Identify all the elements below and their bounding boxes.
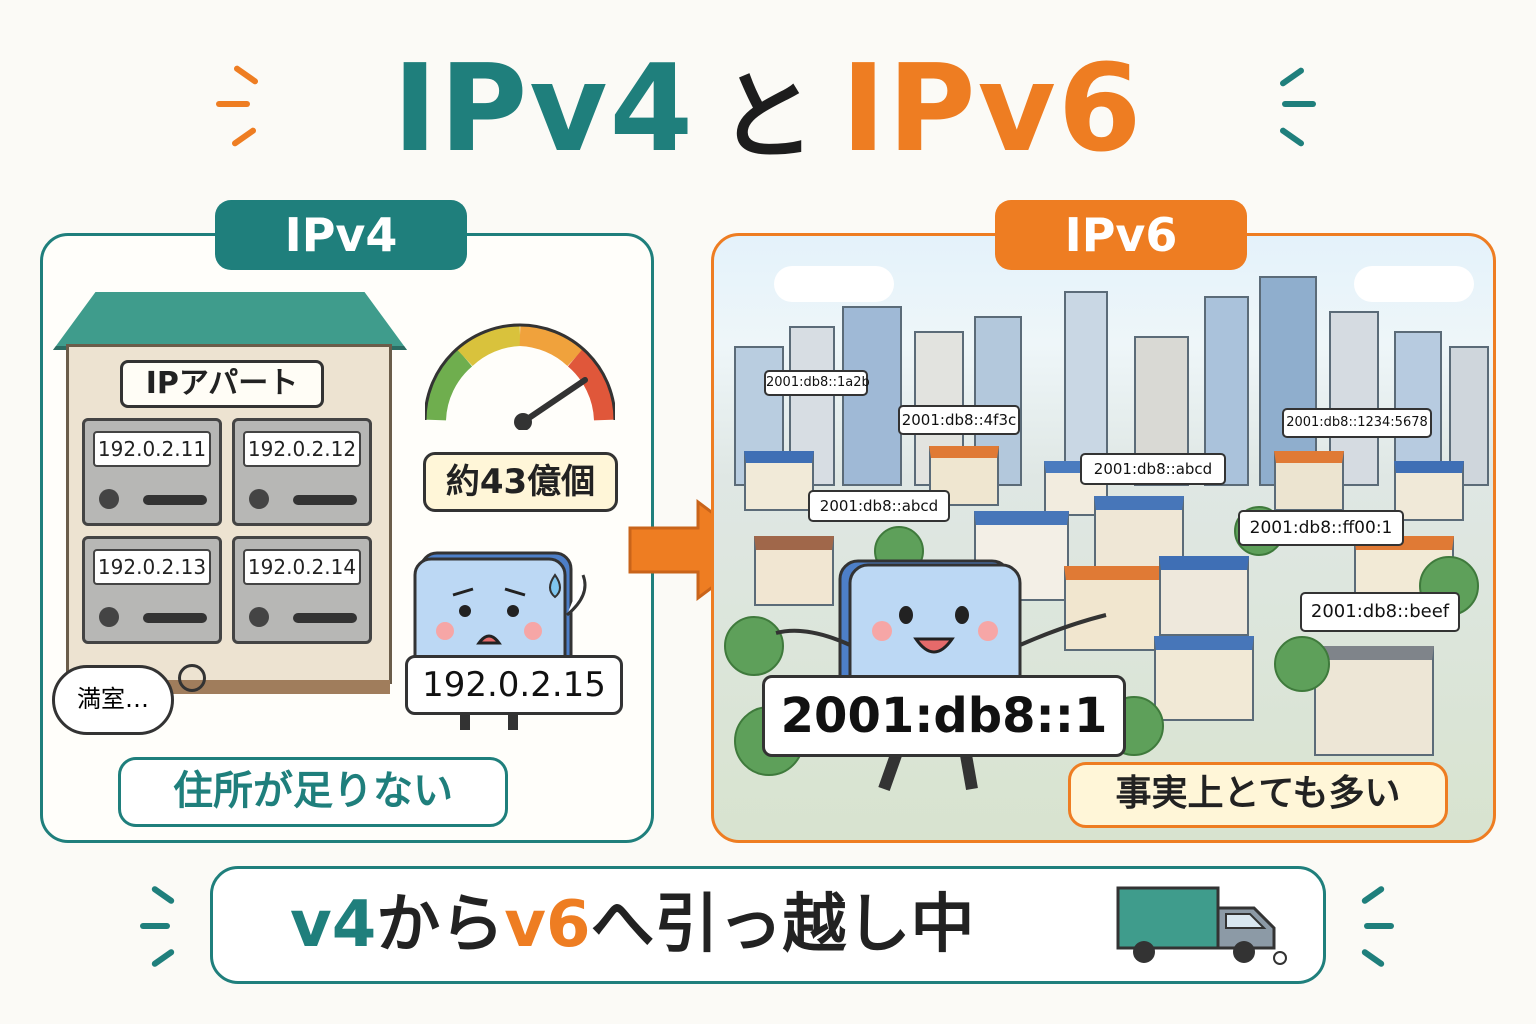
title-ipv6: IPv6: [841, 40, 1144, 179]
title-connector: と: [719, 61, 817, 173]
sparkle-decoration: [140, 923, 170, 929]
mailbox: 192.0.2.13: [82, 536, 222, 644]
banner-from: から: [376, 888, 505, 962]
tree: [1274, 636, 1330, 692]
house: [744, 451, 814, 511]
mailbox-slot: [293, 613, 357, 623]
swirl-icon: [178, 664, 206, 692]
sparkle-decoration: [1360, 948, 1386, 968]
ipv4-caption: 住所が足りない: [118, 757, 508, 827]
sparkle-decoration: [216, 101, 250, 107]
mailbox-slot: [143, 495, 207, 505]
cloud: [774, 266, 894, 302]
mailbox-address: 192.0.2.14: [243, 549, 361, 585]
sparkle-decoration: [1364, 923, 1394, 929]
mailbox-address: 192.0.2.13: [93, 549, 211, 585]
mailbox-address: 192.0.2.12: [243, 431, 361, 467]
banner-v4: v4: [290, 888, 377, 962]
banner-text: v4からv6へ引っ越し中: [290, 880, 975, 970]
banner-v6: v6: [504, 888, 591, 962]
mailbox-knob: [99, 607, 119, 627]
tree: [724, 616, 784, 676]
sparkle-decoration: [150, 948, 176, 968]
worried-address-character: [413, 551, 587, 730]
sparkle-decoration: [150, 885, 176, 905]
address-count: 約43億個: [423, 452, 618, 512]
speech-bubble: 満室…: [52, 665, 174, 735]
ipv6-caption: 事実上とても多い: [1068, 762, 1448, 828]
mailbox-slot: [293, 495, 357, 505]
ipv6-address-tag: 2001:db8::ff00:1: [1238, 510, 1404, 546]
house: [1154, 636, 1254, 721]
ipv6-address-tag: 2001:db8::abcd: [1080, 453, 1226, 485]
ipv6-tag: IPv6: [995, 200, 1247, 270]
house: [1159, 556, 1249, 636]
title-ipv4: IPv4: [392, 40, 695, 179]
mailbox-knob: [99, 489, 119, 509]
house: [1274, 451, 1344, 511]
house: [1314, 646, 1434, 756]
ipv6-address-tag: 2001:db8::4f3c: [898, 405, 1020, 435]
ipv6-address-tag: 2001:db8::1234:5678: [1282, 408, 1432, 438]
mailbox: 192.0.2.11: [82, 418, 222, 526]
house: [1064, 566, 1164, 651]
speed-gauge-icon: [425, 323, 615, 430]
ipv6-character-address: 2001:db8::1: [762, 675, 1126, 757]
house: [1394, 461, 1464, 521]
mailbox-slot: [143, 613, 207, 623]
moving-truck-icon: [1116, 886, 1287, 965]
ipv6-address-tag: 2001:db8::1a2b: [764, 370, 870, 396]
sparkle-decoration: [1282, 101, 1316, 107]
mailbox: 192.0.2.14: [232, 536, 372, 644]
sparkle-decoration: [1360, 885, 1386, 905]
mailbox-knob: [249, 607, 269, 627]
cloud: [1354, 266, 1474, 302]
mailbox-address: 192.0.2.11: [93, 431, 211, 467]
ipv6-address-tag: 2001:db8::abcd: [808, 490, 950, 522]
ipv6-address-tag: 2001:db8::beef: [1300, 592, 1460, 632]
mailbox: 192.0.2.12: [232, 418, 372, 526]
ipv4-tag: IPv4: [215, 200, 467, 270]
apartment-roof: [53, 292, 407, 350]
mailbox-knob: [249, 489, 269, 509]
building: [842, 306, 902, 486]
house: [754, 536, 834, 606]
banner-moving: へ引っ越し中: [590, 888, 975, 962]
ipv4-character-address: 192.0.2.15: [405, 655, 623, 715]
apartment-sign: IPアパート: [120, 360, 324, 408]
